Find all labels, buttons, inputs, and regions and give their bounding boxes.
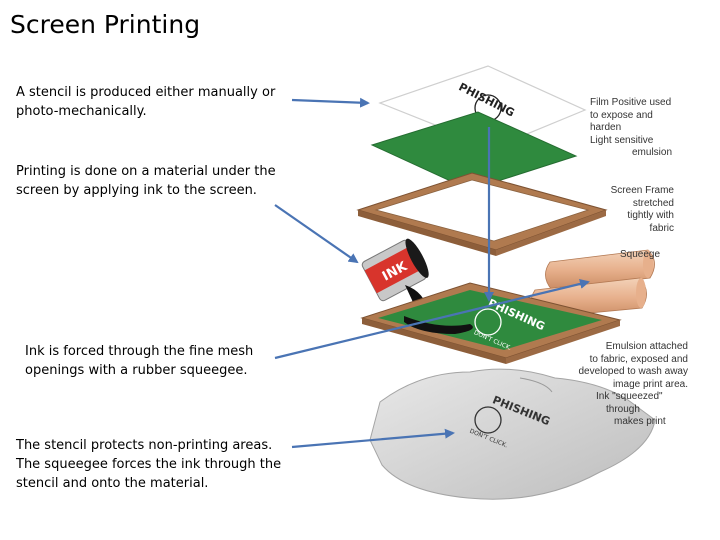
film-positive-label: Film Positive used to expose and harden … [590,97,673,158]
squeegee-label: Squeege [620,249,661,260]
arrow-ink-forced [274,279,590,360]
print-frame: PHISHING DON'T CLICK. [360,282,622,364]
page-title: Screen Printing [10,10,201,39]
emulsion-label: Emulsion attached to fabric, exposed and… [578,341,688,390]
ink-squeezed-label: Ink "squeezed" through makes print [596,391,666,427]
ink-forced-text: Ink is forced through the fine mesh open… [25,344,254,378]
arrow-printing [274,204,359,264]
t-shirt: PHISHING DON'T CLICK. [369,368,656,500]
green-emulsion-sheet [370,111,578,191]
arrow-stencil [291,97,370,108]
screen-frame [356,172,608,256]
printing-text: Printing is done on a material under the… [16,164,276,198]
stencil-protects-text: The stencil protects non-printing areas.… [16,438,282,491]
stencil-text: A stencil is produced either manually or… [16,85,276,119]
screen-frame-label: Screen Frame stretched tightly with fabr… [610,185,674,234]
arrow-protects [291,428,455,449]
